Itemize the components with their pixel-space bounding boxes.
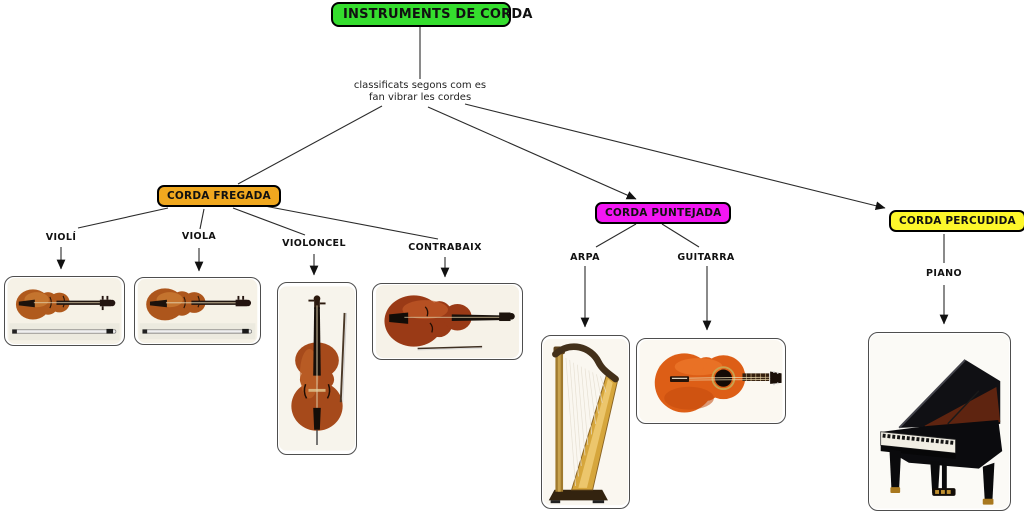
- label-piano[interactable]: PIANO: [926, 268, 962, 279]
- connector-fregada-contrabaix: [253, 203, 439, 240]
- title-node[interactable]: INSTRUMENTS DE CORDA: [331, 2, 532, 27]
- violin-illustration: [7, 278, 122, 344]
- label-arpa[interactable]: ARPA: [570, 252, 600, 263]
- grand-piano-illustration: [870, 334, 1009, 509]
- label-guitarra[interactable]: GUITARRA: [677, 252, 735, 263]
- connector-fregada-violoncel: [232, 207, 306, 236]
- label-contrabaix[interactable]: CONTRABAIX: [408, 242, 482, 253]
- guitar-illustration: [639, 340, 783, 422]
- linking-phrase-node[interactable]: classificats segons com es fan vibrar le…: [354, 80, 486, 104]
- connector-phrase-percudida: [464, 103, 886, 211]
- harp-illustration: [543, 338, 628, 506]
- cello-illustration: [279, 286, 355, 451]
- connector-phrase-fregada: [237, 105, 383, 185]
- label-viola[interactable]: VIOLA: [181, 231, 217, 242]
- guitarra-image[interactable]: [636, 338, 786, 424]
- connector-puntejada-arpa: [595, 223, 637, 248]
- connector-fregada-viola: [199, 208, 205, 230]
- contrabaix-image[interactable]: [372, 283, 523, 360]
- viola-image[interactable]: [134, 277, 261, 345]
- linking-phrase-line2: fan vibrar les cordes: [368, 92, 472, 103]
- category-node-corda-puntejada[interactable]: CORDA PUNTEJADA: [595, 202, 732, 224]
- piano-image[interactable]: [868, 332, 1011, 511]
- connector-fregada-violi: [77, 207, 169, 229]
- viola-illustration: [137, 279, 258, 343]
- connector-puntejada-guitarra: [661, 223, 700, 248]
- label-violoncel[interactable]: VIOLONCEL: [282, 238, 346, 249]
- connector-phrase-puntejada: [427, 106, 637, 200]
- double-bass-illustration: [375, 285, 520, 358]
- violin-image[interactable]: [4, 276, 125, 346]
- label-violi[interactable]: VIOLÍ: [45, 232, 77, 243]
- linking-phrase-line1: classificats segons com es: [353, 80, 487, 91]
- category-node-corda-percudida[interactable]: CORDA PERCUDIDA: [889, 210, 1024, 232]
- arpa-image[interactable]: [541, 335, 630, 509]
- category-node-corda-fregada[interactable]: CORDA FREGADA: [157, 185, 281, 207]
- cello-image[interactable]: [277, 282, 357, 455]
